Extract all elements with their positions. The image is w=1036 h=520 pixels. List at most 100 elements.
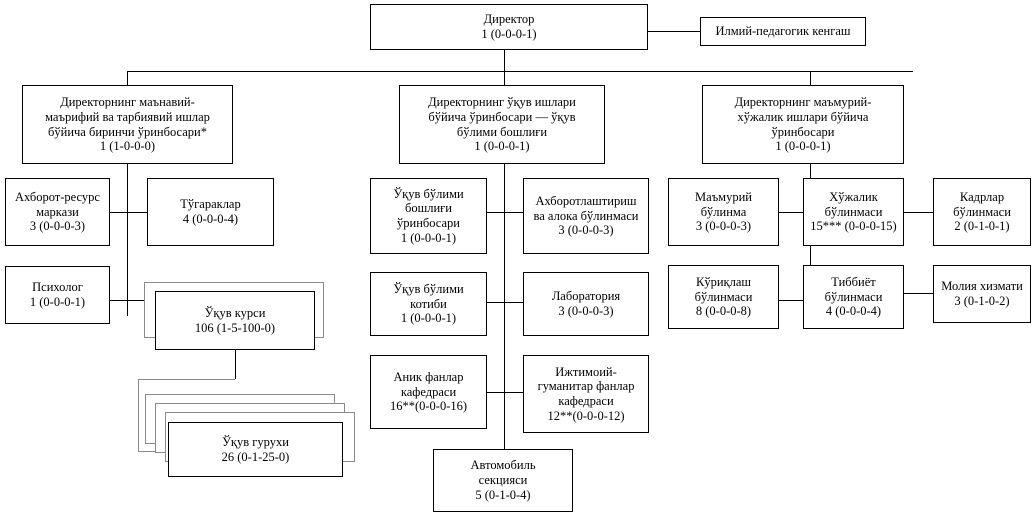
node-dept-head-deputy-line1: Ўқув бўлими xyxy=(393,186,464,201)
node-informatization-line1: Ахборотлаштириш xyxy=(535,193,637,208)
node-humanities[interactable]: Ижтимоий- гуманитар фанлар кафедраси 12*… xyxy=(523,355,649,433)
connector-course-to-group-down xyxy=(235,350,236,379)
node-economic-unit[interactable]: Хўжалик бўлинмаси 15*** (0-0-0-15) xyxy=(803,178,904,246)
node-info-resource-center[interactable]: Ахборот-ресурс маркази 3 (0-0-0-3) xyxy=(5,178,110,246)
node-hr-unit-count: 2 (0-1-0-1) xyxy=(954,219,1010,234)
node-hr-unit-line2: бўлинмаси xyxy=(953,204,1011,219)
node-laboratory-count: 3 (0-0-0-3) xyxy=(558,304,614,318)
connector-left-row2 xyxy=(110,300,147,301)
connector-director-down xyxy=(504,50,505,71)
node-deputy-academic-count: 1 (0-0-0-1) xyxy=(474,139,530,154)
node-security-unit[interactable]: Кўриқлаш бўлинмаси 8 (0-0-0-8) xyxy=(668,265,779,329)
node-dept-head-deputy-count: 1 (0-0-0-1) xyxy=(400,230,457,245)
node-finance-service[interactable]: Молия хизмати 3 (0-1-0-2) xyxy=(933,265,1031,323)
node-psychologist-count: 1 (0-0-0-1) xyxy=(29,295,86,309)
node-deputy-admin-line3: ўринбосари xyxy=(771,124,835,139)
connector-director-council xyxy=(648,31,700,32)
connector-right-row1-right xyxy=(903,212,933,213)
node-director-label: Директор xyxy=(483,12,535,27)
node-security-unit-count: 8 (0-0-0-8) xyxy=(695,304,752,319)
connector-left-spine xyxy=(127,164,128,316)
node-deputy-spiritual[interactable]: Директорнинг маънавий- маърифий ва тарби… xyxy=(22,85,233,164)
node-psychologist-line1: Психолог xyxy=(32,280,83,295)
node-director[interactable]: Директор 1 (0-0-0-1) xyxy=(370,4,648,50)
node-exact-sciences-line1: Аник фанлар xyxy=(393,369,464,384)
node-study-group[interactable]: Ўқув гурухи 26 (0-1-25-0) xyxy=(168,422,343,477)
node-medical-unit-count: 4 (0-0-0-4) xyxy=(825,304,882,319)
node-clubs-count: 4 (0-0-0-4) xyxy=(182,212,239,226)
connector-left-row1 xyxy=(110,212,147,213)
node-economic-unit-count: 15*** (0-0-0-15) xyxy=(810,219,897,234)
node-finance-service-count: 3 (0-1-0-2) xyxy=(954,294,1010,308)
node-exact-sciences[interactable]: Аник фанлар кафедраси 16**(0-0-0-16) xyxy=(370,355,487,429)
node-laboratory[interactable]: Лаборатория 3 (0-0-0-3) xyxy=(523,272,649,336)
node-deputy-spiritual-line1: Директорнинг маънавий- xyxy=(60,95,195,109)
node-info-resource-center-line2: маркази xyxy=(36,204,79,219)
node-clubs[interactable]: Тўгараклар 4 (0-0-0-4) xyxy=(147,178,274,246)
connector-main-trunk xyxy=(127,71,913,72)
node-exact-sciences-line2: кафедраси xyxy=(400,384,457,399)
node-deputy-spiritual-line3: бўйича биринчи ўринбосари* xyxy=(48,124,207,139)
node-deputy-academic-line3: бўлими бошлиғи xyxy=(456,124,548,139)
node-psychologist[interactable]: Психолог 1 (0-0-0-1) xyxy=(5,266,110,324)
node-humanities-line2: гуманитар фанлар xyxy=(537,379,635,394)
node-informatization[interactable]: Ахборотлаштириш ва алока бўлинмаси 3 (0-… xyxy=(523,178,649,254)
node-info-resource-center-count: 3 (0-0-0-3) xyxy=(29,219,86,234)
connector-mid-row3 xyxy=(487,392,523,393)
connector-trunk-to-deputy-spiritual xyxy=(127,71,128,85)
node-admin-unit-line2: бўлинма xyxy=(700,204,747,219)
node-dept-secretary-count: 1 (0-0-0-1) xyxy=(400,311,457,326)
node-economic-unit-line1: Хўжалик xyxy=(829,189,878,204)
node-deputy-admin-line2: хўжалик ишлари бўйича xyxy=(737,109,869,124)
node-medical-unit-line1: Тиббиёт xyxy=(831,274,876,289)
connector-trunk-to-deputy-admin xyxy=(810,71,811,85)
node-director-count: 1 (0-0-0-1) xyxy=(481,27,537,41)
node-medical-unit-line2: бўлинмаси xyxy=(824,289,883,304)
node-deputy-academic-line1: Директорнинг ўқув ишлари xyxy=(428,95,576,109)
connector-mid-row2 xyxy=(487,302,523,303)
node-admin-unit[interactable]: Маъмурий бўлинма 3 (0-0-0-3) xyxy=(668,178,779,246)
node-council[interactable]: Илмий-педагогик кенгаш xyxy=(700,17,866,46)
node-auto-section-count: 5 (0-1-0-4) xyxy=(475,487,531,502)
node-dept-head-deputy-line2: бошлиғи xyxy=(405,201,452,216)
node-humanities-line3: кафедраси xyxy=(558,394,614,408)
connector-mid-spine xyxy=(504,164,505,449)
node-study-group-line1: Ўқув гурухи xyxy=(222,434,289,449)
node-council-label: Илмий-педагогик кенгаш xyxy=(715,24,851,39)
node-deputy-spiritual-line2: маърифий ва тарбиявий ишлар xyxy=(45,109,210,124)
node-security-unit-line1: Кўриқлаш xyxy=(695,274,751,289)
node-finance-service-line1: Молия хизмати xyxy=(941,279,1023,294)
node-info-resource-center-line1: Ахборот-ресурс xyxy=(15,189,100,204)
node-economic-unit-line2: бўлинмаси xyxy=(824,204,883,219)
connector-group-stack-spine xyxy=(138,379,139,451)
node-admin-unit-count: 3 (0-0-0-3) xyxy=(695,219,752,234)
node-humanities-line1: Ижтимоий- xyxy=(555,364,617,379)
node-deputy-spiritual-count: 1 (1-0-0-0) xyxy=(99,139,156,154)
connector-right-row2-right xyxy=(903,293,933,294)
node-hr-unit[interactable]: Кадрлар бўлинмаси 2 (0-1-0-1) xyxy=(933,178,1031,246)
node-humanities-count: 12**(0-0-0-12) xyxy=(547,408,625,423)
node-dept-head-deputy-line3: ўринбосари xyxy=(397,216,460,230)
node-dept-head-deputy[interactable]: Ўқув бўлими бошлиғи ўринбосари 1 (0-0-0-… xyxy=(370,178,487,254)
node-study-course[interactable]: Ўқув курси 106 (1-5-100-0) xyxy=(155,291,315,350)
node-clubs-line1: Тўгараклар xyxy=(180,197,241,212)
node-deputy-admin-line1: Директорнинг маъмурий- xyxy=(734,95,872,109)
node-study-course-count: 106 (1-5-100-0) xyxy=(194,320,276,335)
node-deputy-admin-count: 1 (0-0-0-1) xyxy=(775,139,831,154)
node-auto-section[interactable]: Автомобиль секцияси 5 (0-1-0-4) xyxy=(433,449,573,512)
connector-group-stack-top xyxy=(138,379,235,380)
node-deputy-academic-line2: бўйича ўринбосари — ўқув xyxy=(428,109,576,124)
node-informatization-line2: ва алока бўлинмаси xyxy=(533,208,639,223)
node-informatization-count: 3 (0-0-0-3) xyxy=(558,223,614,238)
node-deputy-admin[interactable]: Директорнинг маъмурий- хўжалик ишлари бў… xyxy=(702,85,904,164)
node-study-course-line1: Ўқув курси xyxy=(204,305,266,320)
node-dept-secretary[interactable]: Ўқув бўлими котиби 1 (0-0-0-1) xyxy=(370,272,487,336)
connector-mid-row1 xyxy=(487,212,523,213)
node-dept-secretary-line1: Ўқув бўлими xyxy=(393,281,464,296)
connector-group-stack-bottom xyxy=(138,451,168,452)
node-hr-unit-line1: Кадрлар xyxy=(959,189,1005,204)
node-deputy-academic[interactable]: Директорнинг ўқув ишлари бўйича ўринбоса… xyxy=(399,85,605,164)
node-study-group-count: 26 (0-1-25-0) xyxy=(221,449,290,464)
connector-trunk-to-deputy-academic xyxy=(504,71,505,85)
node-medical-unit[interactable]: Тиббиёт бўлинмаси 4 (0-0-0-4) xyxy=(803,265,904,329)
